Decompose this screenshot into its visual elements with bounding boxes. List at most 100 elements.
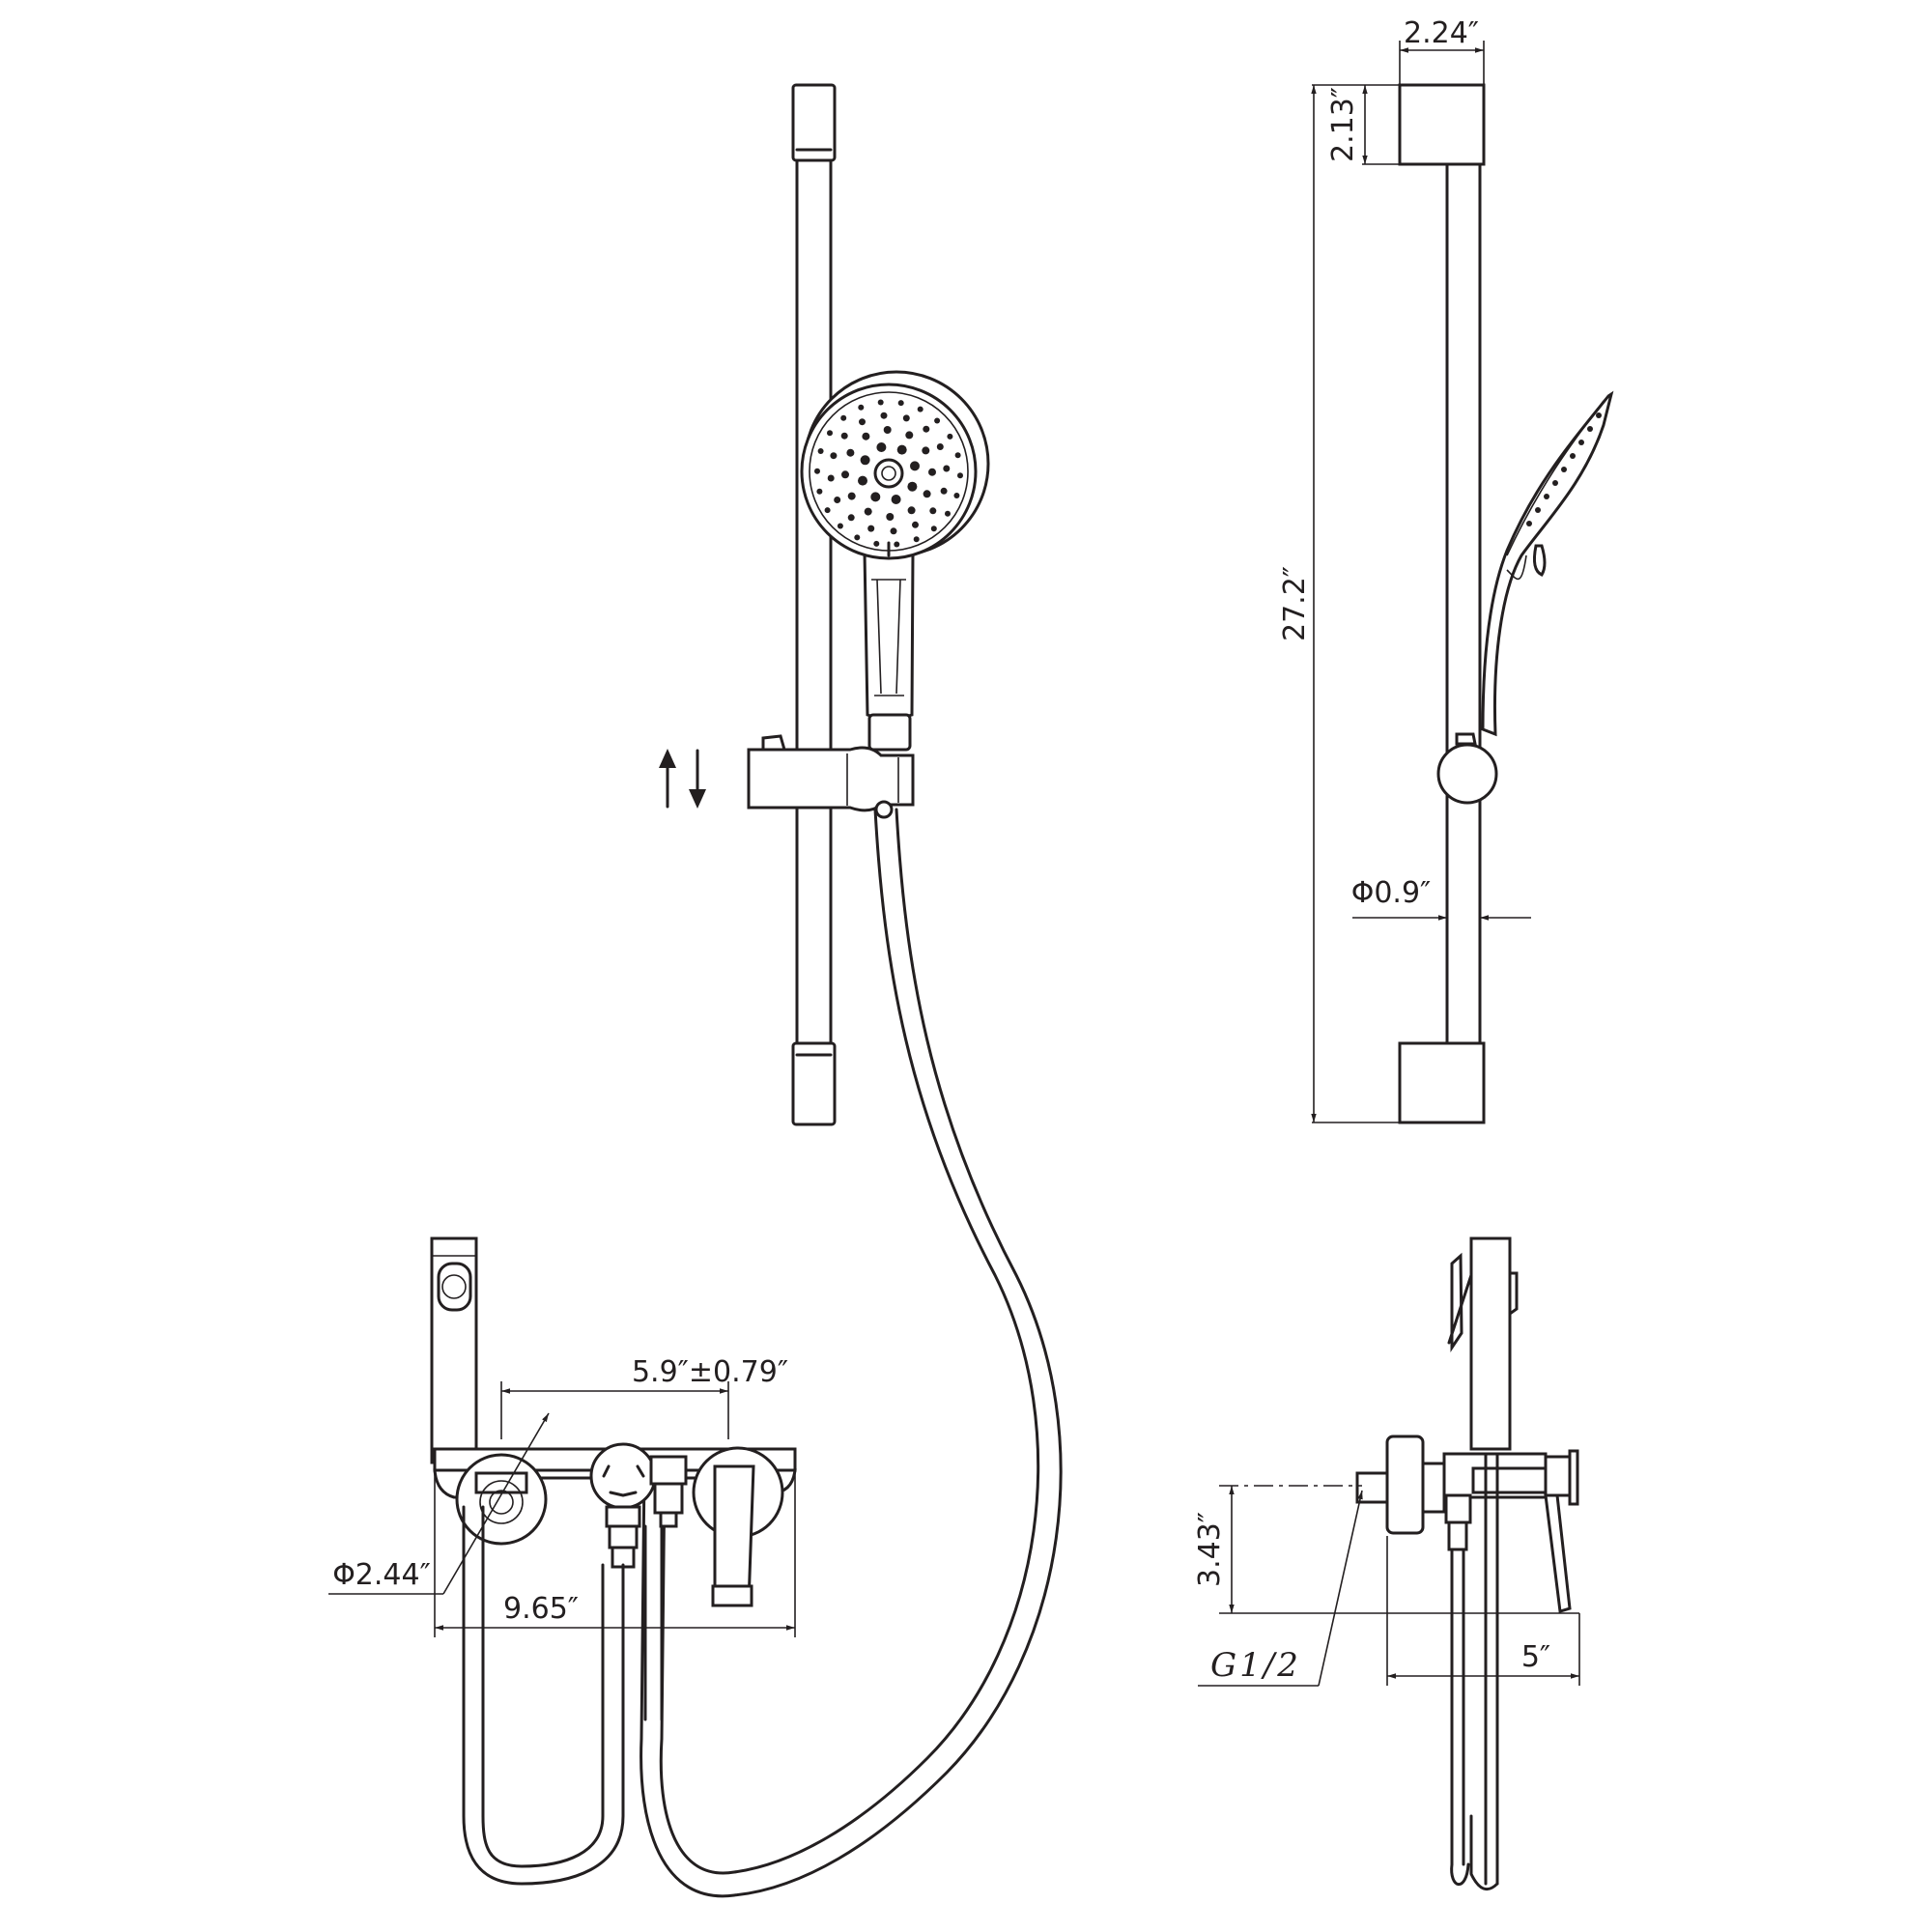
spray-nozzle bbox=[928, 468, 936, 476]
spray-nozzle bbox=[930, 526, 937, 532]
adjust-direction-arrows bbox=[659, 749, 706, 809]
spray-nozzle bbox=[841, 470, 849, 479]
side-spray-nozzle bbox=[1535, 507, 1541, 513]
spray-nozzle bbox=[913, 536, 920, 543]
spray-nozzle bbox=[907, 481, 918, 492]
dimension-mixer-width: 9.65″ bbox=[434, 1473, 796, 1637]
spray-nozzle bbox=[953, 493, 960, 498]
side-bottom-bracket bbox=[1398, 1041, 1486, 1124]
side-spray-nozzle bbox=[1544, 494, 1549, 499]
side-top-bracket bbox=[1398, 83, 1486, 166]
holder-side bbox=[1469, 1236, 1512, 1451]
slider-bracket bbox=[747, 734, 915, 819]
center-nozzle bbox=[873, 458, 904, 489]
spray-nozzle bbox=[917, 406, 923, 412]
side-lever bbox=[1544, 1493, 1572, 1613]
spray-nozzle bbox=[817, 448, 824, 454]
diverter-knob bbox=[589, 1442, 657, 1510]
spray-nozzle bbox=[867, 525, 875, 532]
side-spray-nozzle bbox=[1561, 467, 1567, 472]
spray-nozzle bbox=[902, 414, 910, 422]
spray-nozzle bbox=[877, 399, 884, 406]
spray-nozzle bbox=[840, 432, 848, 440]
thread-label: G1/2 bbox=[1210, 1646, 1301, 1685]
spray-nozzle bbox=[834, 497, 841, 503]
spray-nozzle bbox=[883, 426, 892, 434]
mixer-lever-handle bbox=[713, 1464, 755, 1605]
spray-nozzle bbox=[827, 430, 833, 437]
spray-nozzle bbox=[873, 540, 880, 547]
spray-nozzle bbox=[940, 487, 948, 495]
spray-nozzle bbox=[890, 527, 897, 535]
dimension-crossbar-width: 2.24″ bbox=[1399, 16, 1485, 85]
side-slider-knob bbox=[1436, 743, 1498, 805]
side-spray-nozzle bbox=[1587, 426, 1593, 432]
spray-nozzle bbox=[858, 475, 867, 486]
dimension-crossbar-height: 2.13″ bbox=[1312, 84, 1400, 165]
mixer-width-label: 9.65″ bbox=[503, 1592, 579, 1626]
dimension-bar-diameter: Φ0.9″ bbox=[1351, 876, 1531, 921]
spray-nozzle bbox=[912, 521, 919, 528]
dimension-bar-length: 27.2″ bbox=[1278, 85, 1400, 1123]
spray-nozzle bbox=[862, 432, 870, 440]
slide-bar-side-view bbox=[1398, 83, 1614, 1124]
spray-nozzle bbox=[827, 474, 835, 482]
mixer-front-view bbox=[430, 1236, 797, 1886]
inlet-height-label: 3.43″ bbox=[1193, 1512, 1227, 1587]
spray-nozzle bbox=[858, 404, 865, 411]
spray-nozzle bbox=[840, 414, 847, 421]
dimension-thread: G1/2 bbox=[1198, 1490, 1363, 1687]
side-nozzle-row bbox=[1526, 412, 1602, 526]
dimension-projection: 5″ bbox=[1386, 1536, 1580, 1686]
spray-nozzle bbox=[891, 495, 901, 504]
side-spray-nozzle bbox=[1578, 440, 1584, 445]
spray-nozzle bbox=[945, 510, 951, 517]
side-spray-nozzle bbox=[1570, 453, 1576, 459]
spray-nozzle bbox=[854, 534, 861, 541]
spray-nozzle bbox=[837, 523, 843, 529]
spray-nozzle bbox=[922, 446, 930, 455]
wall-flange-side bbox=[1385, 1435, 1425, 1535]
side-hand-shower bbox=[1481, 390, 1614, 737]
spray-nozzle bbox=[847, 514, 855, 522]
projection-label: 5″ bbox=[1521, 1640, 1550, 1674]
dimension-center-spacing: 5.9″±0.79″ bbox=[500, 1355, 788, 1439]
dimension-escutcheon-diameter: Φ2.44″ bbox=[328, 1412, 550, 1595]
spray-nozzle bbox=[894, 541, 900, 548]
spray-nozzle bbox=[814, 468, 820, 474]
spray-nozzle bbox=[905, 431, 914, 440]
spray-nozzle bbox=[830, 452, 838, 460]
spray-nozzle bbox=[943, 465, 951, 472]
dimension-inlet-height: 3.43″ bbox=[1193, 1485, 1579, 1614]
escutcheon-diameter-label: Φ2.44″ bbox=[332, 1558, 431, 1592]
spray-nozzle bbox=[923, 425, 930, 433]
center-spacing-label: 5.9″±0.79″ bbox=[632, 1355, 788, 1389]
side-knob-rim bbox=[1568, 1449, 1579, 1506]
bar-length-label: 27.2″ bbox=[1278, 566, 1312, 641]
spray-nozzles bbox=[814, 399, 963, 548]
spray-nozzle bbox=[847, 492, 856, 500]
crossbar-height-label: 2.13″ bbox=[1326, 87, 1360, 162]
mixer-side-view bbox=[1355, 1236, 1579, 1891]
spray-nozzle bbox=[897, 400, 904, 407]
spray-nozzle bbox=[923, 490, 931, 498]
spray-nozzle bbox=[929, 507, 937, 515]
slide-bar-front-view bbox=[791, 83, 837, 1126]
spray-nozzle bbox=[886, 513, 895, 521]
spray-nozzle bbox=[824, 507, 831, 514]
hand-shower-front bbox=[800, 370, 990, 752]
shower-hose bbox=[639, 808, 1063, 1898]
spray-nozzle bbox=[907, 506, 916, 515]
bar-diameter-label: Φ0.9″ bbox=[1351, 876, 1432, 910]
spray-nozzle bbox=[936, 443, 944, 450]
spray-nozzle bbox=[864, 507, 872, 516]
bottom-end-cap bbox=[791, 1041, 837, 1126]
crossbar-width-label: 2.24″ bbox=[1404, 16, 1479, 50]
side-spray-nozzle bbox=[1526, 521, 1532, 526]
spray-nozzle bbox=[870, 492, 881, 502]
left-escutcheon bbox=[455, 1453, 548, 1546]
spray-nozzle bbox=[954, 452, 961, 459]
spray-nozzle bbox=[947, 433, 953, 440]
side-spray-nozzle bbox=[1552, 480, 1558, 486]
